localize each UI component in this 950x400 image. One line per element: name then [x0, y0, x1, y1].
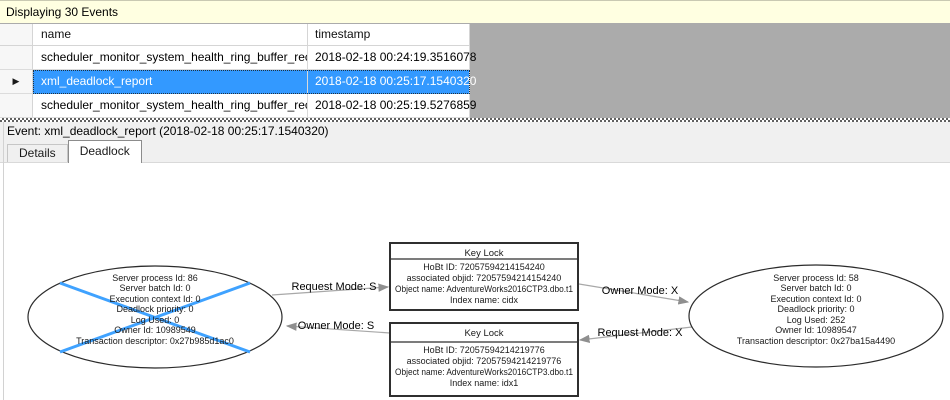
row-selector-cell[interactable]: ▶: [0, 70, 33, 94]
row-selector-header: [0, 24, 33, 46]
grid-header-row: name timestamp: [0, 24, 470, 46]
column-header-timestamp[interactable]: timestamp: [308, 24, 470, 46]
resource-node-keylock-cidx[interactable]: Key Lock HoBt ID: 72057594214154240 asso…: [389, 242, 579, 311]
detail-tabstrip: Details Deadlock: [0, 140, 950, 163]
process-detail-line: Transaction descriptor: 0x27ba15a4490: [737, 336, 895, 346]
row-selector-cell[interactable]: [0, 46, 33, 70]
resource-detail-line: HoBt ID: 72057594214154240: [423, 262, 545, 272]
process-detail-line: Transaction descriptor: 0x27b985d1ac0: [76, 336, 234, 346]
column-header-name[interactable]: name: [33, 24, 308, 46]
current-row-marker-icon: ▶: [12, 76, 20, 86]
event-timestamp-cell[interactable]: 2018-02-18 00:25:17.1540320: [308, 70, 476, 94]
process-detail-line: Server process Id: 58: [773, 273, 859, 283]
selected-event-label: Event: xml_deadlock_report (2018-02-18 0…: [7, 124, 329, 138]
grid-pane-splitter[interactable]: [0, 118, 950, 122]
tab-details[interactable]: Details: [7, 144, 68, 162]
edge-label-owner-s: Owner Mode: S: [298, 320, 374, 332]
process-detail-line: Owner Id: 10989549: [114, 325, 196, 335]
selected-event-caption: Event: xml_deadlock_report (2018-02-18 0…: [0, 122, 950, 140]
events-grid: name timestamp scheduler_monitor_system_…: [0, 24, 950, 118]
edge-label-owner-x: Owner Mode: X: [602, 285, 679, 297]
process-detail-line: Owner Id: 10989547: [775, 325, 857, 335]
resource-detail-line: Index name: idx1: [450, 378, 519, 388]
resource-node-keylock-idx1[interactable]: Key Lock HoBt ID: 72057594214219776 asso…: [389, 322, 579, 397]
table-row-selected[interactable]: ▶ xml_deadlock_report 2018-02-18 00:25:1…: [0, 70, 476, 94]
process-detail-line: Server batch Id: 0: [780, 283, 851, 293]
table-row[interactable]: scheduler_monitor_system_health_ring_buf…: [0, 94, 476, 118]
resource-detail-line: associated objid: 72057594214219776: [407, 356, 562, 366]
resource-detail-line: Index name: cidx: [450, 295, 519, 305]
resource-detail-line: Object name: AdventureWorks2016CTP3.dbo.…: [395, 367, 573, 377]
process-detail-line: Server batch Id: 0: [119, 283, 190, 293]
edge-owner-x: Owner Mode: X: [578, 283, 690, 305]
event-detail-pane: Event: xml_deadlock_report (2018-02-18 0…: [0, 122, 950, 400]
deadlock-graph-pane: Request Mode: S Owner Mode: X Owner Mode…: [0, 163, 950, 400]
tab-deadlock[interactable]: Deadlock: [67, 140, 142, 163]
process-detail-line: Execution context Id: 0: [770, 294, 861, 304]
resource-detail-line: Object name: AdventureWorks2016CTP3.dbo.…: [395, 284, 573, 294]
process-detail-line: Execution context Id: 0: [109, 294, 200, 304]
process-detail-line: Log Used: 252: [787, 315, 846, 325]
event-name-cell[interactable]: scheduler_monitor_system_health_ring_buf…: [33, 94, 308, 118]
edge-label-request-x: Request Mode: X: [598, 327, 684, 339]
edge-request-x: Request Mode: X: [578, 326, 693, 344]
event-name-cell[interactable]: xml_deadlock_report: [33, 70, 308, 94]
deadlock-graph: Request Mode: S Owner Mode: X Owner Mode…: [27, 242, 944, 397]
event-timestamp-cell[interactable]: 2018-02-18 00:25:19.5276859: [308, 94, 476, 118]
events-count-bar: Displaying 30 Events: [0, 0, 950, 24]
edge-label-request-s: Request Mode: S: [292, 281, 377, 293]
process-detail-line: Server process Id: 86: [112, 273, 198, 283]
resource-detail-line: HoBt ID: 72057594214219776: [423, 345, 545, 355]
resource-detail-line: associated objid: 72057594214154240: [407, 273, 562, 283]
edge-owner-s: Owner Mode: S: [285, 320, 391, 334]
events-count-label: Displaying 30 Events: [6, 5, 119, 19]
process-detail-line: Log Used: 0: [131, 315, 180, 325]
event-timestamp-cell[interactable]: 2018-02-18 00:24:19.3516078: [308, 46, 476, 70]
process-node-owner[interactable]: Server process Id: 58 Server batch Id: 0…: [688, 264, 944, 368]
event-name-cell[interactable]: scheduler_monitor_system_health_ring_buf…: [33, 46, 308, 70]
victim-cross-icon: [59, 281, 251, 354]
process-detail-line: Deadlock priority: 0: [116, 304, 193, 314]
row-selector-cell[interactable]: [0, 94, 33, 118]
table-row[interactable]: scheduler_monitor_system_health_ring_buf…: [0, 46, 476, 70]
resource-title: Key Lock: [464, 248, 503, 259]
resource-title: Key Lock: [464, 328, 503, 339]
edge-request-s: Request Mode: S: [271, 281, 390, 296]
process-detail-line: Deadlock priority: 0: [777, 304, 854, 314]
process-node-victim[interactable]: Server process Id: 86 Server batch Id: 0…: [27, 265, 283, 369]
